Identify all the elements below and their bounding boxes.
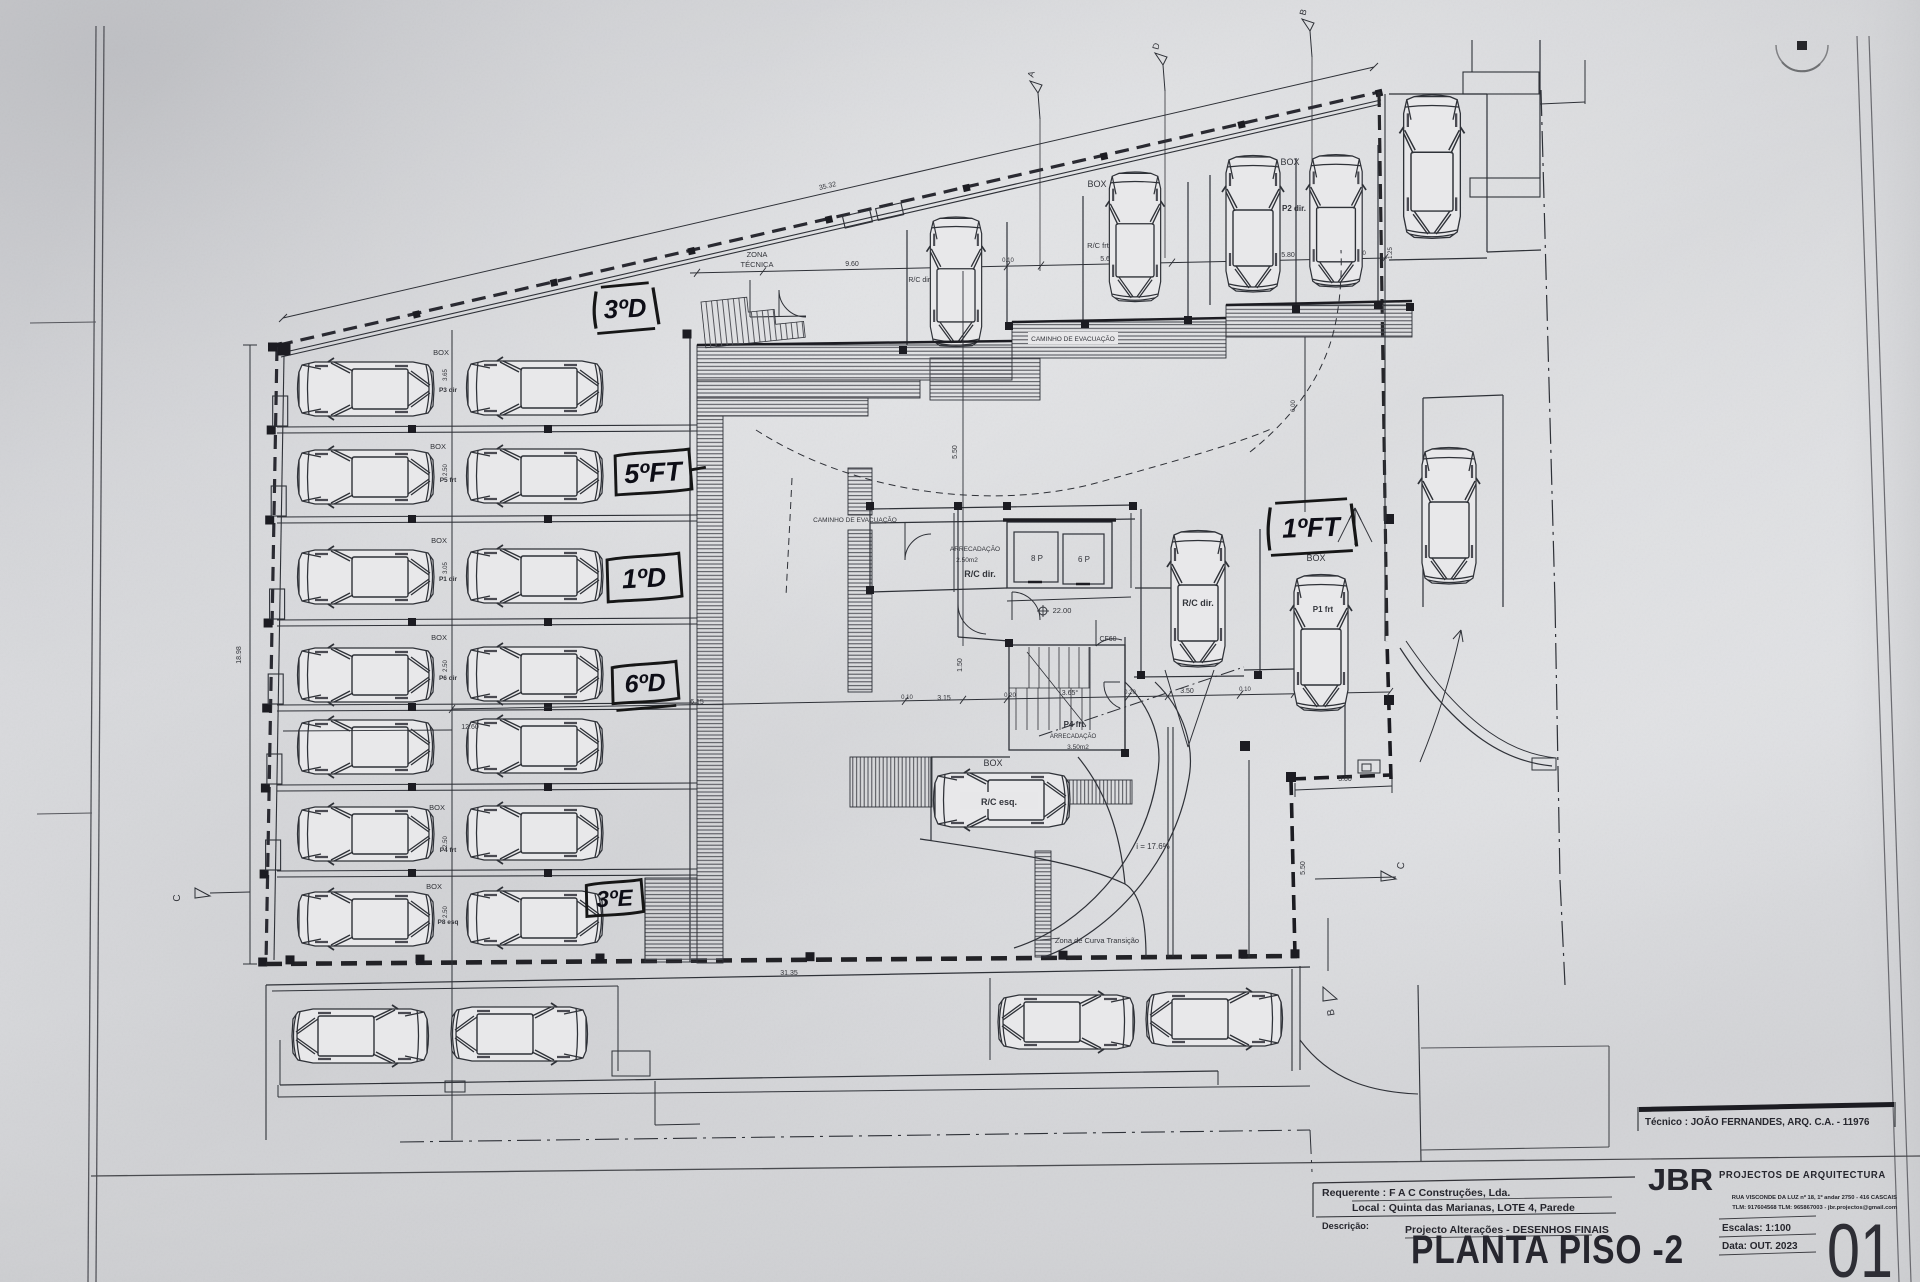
svg-text:BOX: BOX bbox=[431, 633, 447, 642]
svg-text:C: C bbox=[1396, 861, 1408, 870]
svg-text:P6 dir: P6 dir bbox=[439, 675, 458, 682]
svg-text:P1 dir: P1 dir bbox=[439, 576, 458, 583]
svg-text:3.15: 3.15 bbox=[937, 695, 951, 702]
svg-text:22.00: 22.00 bbox=[1053, 606, 1072, 615]
svg-text:2.50: 2.50 bbox=[443, 836, 449, 848]
svg-text:PROJECTOS DE ARQUITECTURA: PROJECTOS DE ARQUITECTURA bbox=[1719, 1170, 1886, 1181]
svg-text:12.60: 12.60 bbox=[461, 724, 479, 731]
svg-text:P3 dir: P3 dir bbox=[439, 387, 458, 394]
svg-text:5.80: 5.80 bbox=[1281, 252, 1295, 259]
svg-text:PLANTA PISO -2: PLANTA PISO -2 bbox=[1411, 1227, 1684, 1271]
svg-text:D: D bbox=[1150, 41, 1161, 50]
svg-text:P4 frt.: P4 frt. bbox=[1064, 720, 1087, 729]
svg-text:Projecto Alterações - DESENHOS: Projecto Alterações - DESENHOS FINAIS bbox=[1405, 1224, 1609, 1236]
svg-text:1.50: 1.50 bbox=[957, 658, 964, 672]
svg-text:3.00: 3.00 bbox=[1338, 776, 1352, 783]
svg-text:1ºD: 1ºD bbox=[621, 562, 667, 594]
svg-text:8 P: 8 P bbox=[1031, 554, 1043, 563]
svg-text:0.20: 0.20 bbox=[1004, 693, 1016, 699]
svg-text:R/C frt: R/C frt bbox=[1087, 241, 1110, 250]
svg-text:5.65: 5.65 bbox=[1100, 256, 1114, 263]
svg-text:2.50: 2.50 bbox=[443, 660, 449, 672]
svg-text:ARRECADAÇÃO: ARRECADAÇÃO bbox=[1050, 733, 1097, 740]
svg-text:35.32: 35.32 bbox=[818, 181, 837, 192]
svg-text:P2 dir.: P2 dir. bbox=[1282, 204, 1306, 213]
svg-text:BOX: BOX bbox=[431, 536, 447, 545]
svg-text:6.00: 6.00 bbox=[1291, 400, 1297, 412]
svg-text:9.60: 9.60 bbox=[845, 261, 859, 268]
svg-text:BOX: BOX bbox=[1280, 157, 1299, 167]
svg-text:P1 frt: P1 frt bbox=[1313, 605, 1334, 614]
svg-text:RUA VISCONDE DA LUZ nº 18, 1º: RUA VISCONDE DA LUZ nº 18, 1º andar 2750… bbox=[1732, 1195, 1897, 1201]
svg-text:CAMINHO DE EVACUAÇÃO: CAMINHO DE EVACUAÇÃO bbox=[1031, 334, 1115, 343]
svg-text:Escalas: 1:100: Escalas: 1:100 bbox=[1722, 1223, 1791, 1234]
svg-text:1ºFT: 1ºFT bbox=[1282, 512, 1343, 544]
svg-text:BOX: BOX bbox=[426, 882, 442, 891]
svg-text:Descrição:: Descrição: bbox=[1322, 1221, 1369, 1231]
svg-text:BOX: BOX bbox=[1306, 553, 1325, 563]
svg-text:6.15: 6.15 bbox=[690, 699, 704, 706]
svg-text:31.35: 31.35 bbox=[780, 970, 798, 977]
svg-text:BOX: BOX bbox=[983, 758, 1002, 768]
svg-text:i = 17.6%: i = 17.6% bbox=[1136, 842, 1170, 851]
svg-text:3.05: 3.05 bbox=[443, 562, 449, 574]
svg-text:3.50: 3.50 bbox=[1180, 688, 1194, 695]
svg-text:6 P: 6 P bbox=[1078, 555, 1090, 564]
svg-text:C: C bbox=[172, 894, 183, 901]
svg-text:Zona de Curva Transição: Zona de Curva Transição bbox=[1055, 936, 1139, 945]
svg-text:R/C dir.: R/C dir. bbox=[964, 569, 996, 579]
svg-text:3ºE: 3ºE bbox=[596, 884, 635, 912]
svg-text:6ºD: 6ºD bbox=[624, 668, 667, 698]
svg-text:5ºFT: 5ºFT bbox=[623, 456, 685, 489]
svg-text:CAMINHO DE EVACUAÇÃO: CAMINHO DE EVACUAÇÃO bbox=[813, 515, 897, 524]
svg-text:BOX: BOX bbox=[430, 442, 446, 451]
svg-text:18.98: 18.98 bbox=[236, 646, 243, 664]
svg-text:TÉCNICA: TÉCNICA bbox=[741, 260, 774, 269]
svg-text:P5 frt: P5 frt bbox=[440, 477, 457, 484]
svg-text:P4 frt: P4 frt bbox=[440, 847, 457, 854]
svg-text:3.50m2: 3.50m2 bbox=[1067, 744, 1089, 751]
svg-text:ZONA: ZONA bbox=[747, 250, 768, 259]
svg-text:BOX: BOX bbox=[433, 348, 449, 357]
svg-text:Local : Quinta das Marianas, L: Local : Quinta das Marianas, LOTE 4, Par… bbox=[1352, 1202, 1575, 1214]
svg-text:Técnico : JOÃO FERNANDES, ARQ.: Técnico : JOÃO FERNANDES, ARQ. C.A. - 11… bbox=[1645, 1117, 1870, 1128]
svg-text:CF60: CF60 bbox=[1099, 636, 1116, 643]
svg-text:P8 esq: P8 esq bbox=[438, 919, 459, 926]
svg-text:B: B bbox=[1297, 8, 1308, 16]
svg-text:2.50: 2.50 bbox=[443, 906, 449, 918]
svg-text:A: A bbox=[1025, 70, 1036, 78]
svg-text:0.10: 0.10 bbox=[1239, 687, 1251, 693]
svg-text:Data: OUT. 2023: Data: OUT. 2023 bbox=[1722, 1241, 1798, 1252]
svg-text:3.65°: 3.65° bbox=[1062, 689, 1079, 697]
svg-text:R/C dir.: R/C dir. bbox=[908, 277, 931, 284]
svg-text:ARRECADAÇÃO: ARRECADAÇÃO bbox=[950, 544, 1000, 553]
svg-text:5.50: 5.50 bbox=[1300, 861, 1307, 875]
svg-text:Requerente : F A C Construçõe: Requerente : F A C Construções, Lda. bbox=[1322, 1187, 1510, 1199]
svg-text:TLM: 917604568 TLM: 965867003: TLM: 917604568 TLM: 965867003 - jbr.proj… bbox=[1732, 1205, 1897, 1211]
svg-text:2.50m2: 2.50m2 bbox=[956, 557, 978, 564]
svg-text:B: B bbox=[1325, 1008, 1337, 1017]
svg-text:0.20: 0.20 bbox=[1124, 690, 1136, 696]
svg-text:0.10: 0.10 bbox=[901, 695, 913, 701]
svg-text:1.25: 1.25 bbox=[1388, 247, 1394, 259]
svg-text:5.50: 5.50 bbox=[952, 445, 959, 459]
svg-text:3ºD: 3ºD bbox=[603, 292, 647, 324]
svg-text:JBR: JBR bbox=[1648, 1162, 1713, 1197]
svg-text:01: 01 bbox=[1827, 1209, 1893, 1282]
svg-text:3.65: 3.65 bbox=[443, 369, 449, 381]
svg-text:R/C esq.: R/C esq. bbox=[981, 797, 1017, 807]
svg-text:BOX: BOX bbox=[429, 803, 445, 812]
svg-text:0.10: 0.10 bbox=[1002, 258, 1014, 264]
svg-text:R/C dir.: R/C dir. bbox=[1182, 598, 1214, 608]
svg-text:BOX: BOX bbox=[1087, 179, 1106, 189]
svg-text:2.50: 2.50 bbox=[443, 464, 449, 476]
